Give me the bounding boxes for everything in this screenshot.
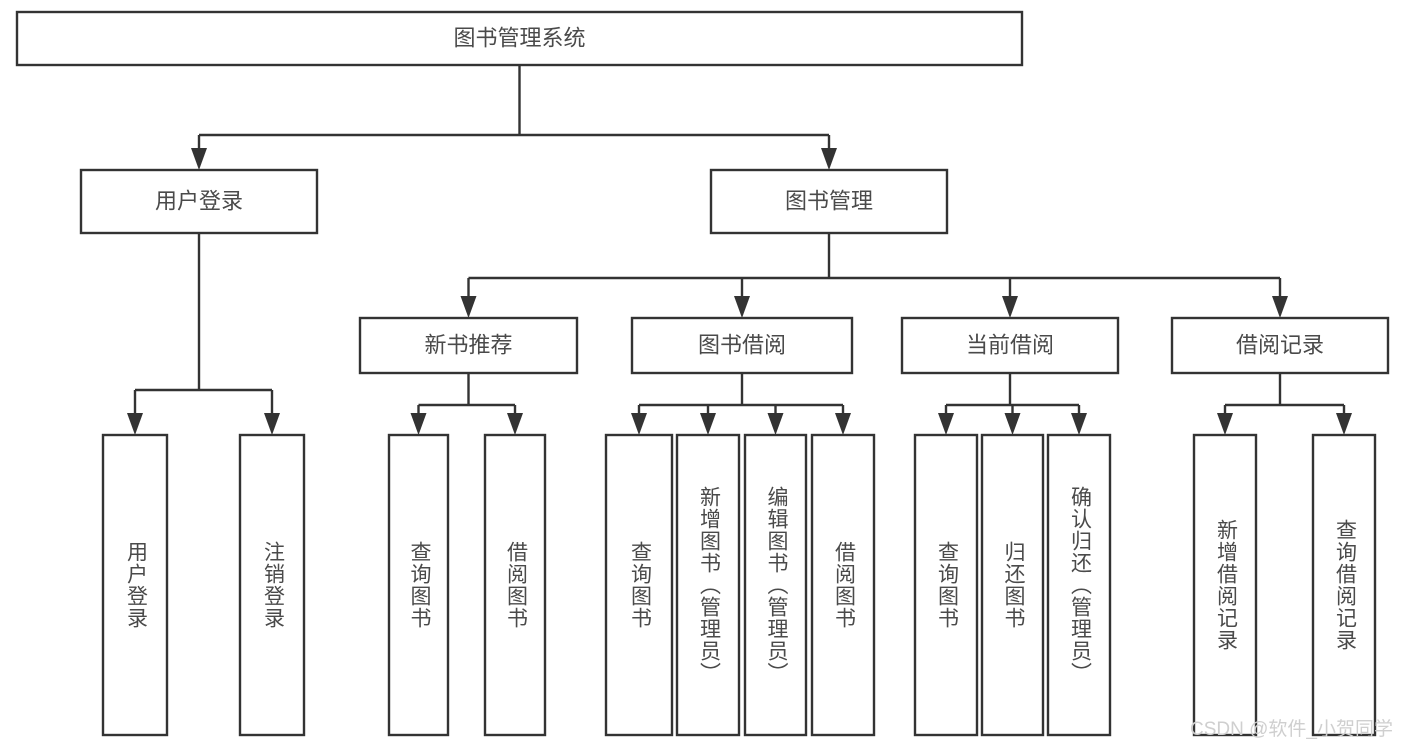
node-box-new-book-recommend[interactable]: [358, 316, 579, 375]
node-box-leaf-confirm-return-admin[interactable]: [1046, 433, 1112, 737]
arrow-head-leaf-user-login: [127, 413, 143, 435]
node-label-borrow-record: 借阅记录: [1236, 332, 1324, 357]
node-box-leaf-add-borrow-record[interactable]: [1192, 433, 1258, 737]
node-box-leaf-query-borrow-record[interactable]: [1311, 433, 1377, 737]
node-leaf-query-book-recommend[interactable]: 查询图书: [387, 433, 450, 737]
node-leaf-return-book[interactable]: 归还图书: [980, 433, 1045, 737]
arrow-head-new-book-recommend: [460, 296, 477, 318]
arrow-head-user-login: [191, 148, 207, 170]
node-box-book-management[interactable]: [709, 168, 949, 235]
node-label-leaf-query-book-current: 查询图书: [935, 541, 959, 629]
connector-layer: [127, 65, 1352, 435]
node-label-leaf-add-book-admin: 新增图书（管理员）: [697, 486, 721, 684]
node-box-leaf-user-login[interactable]: [101, 433, 169, 737]
node-box-borrow-record[interactable]: [1170, 316, 1390, 375]
node-label-leaf-query-book-borrow: 查询图书: [628, 541, 652, 629]
node-user-login[interactable]: 用户登录: [79, 168, 319, 235]
arrow-head-borrow-record: [1272, 296, 1288, 318]
node-leaf-confirm-return-admin[interactable]: 确认归还（管理员）: [1046, 433, 1112, 737]
node-new-book-recommend[interactable]: 新书推荐: [358, 316, 579, 375]
node-leaf-edit-book-admin[interactable]: 编辑图书（管理员）: [743, 433, 808, 737]
watermark-label: CSDN @软件_小贺同学: [1190, 718, 1393, 740]
node-book-management[interactable]: 图书管理: [709, 168, 949, 235]
arrow-head-leaf-edit-book-admin: [767, 413, 784, 435]
node-leaf-user-login[interactable]: 用户登录: [101, 433, 169, 737]
node-current-borrow[interactable]: 当前借阅: [900, 316, 1120, 375]
arrow-head-leaf-query-book-borrow: [631, 413, 647, 435]
node-label-book-borrow: 图书借阅: [698, 332, 786, 357]
node-box-leaf-borrow-book[interactable]: [810, 433, 876, 737]
node-label-leaf-borrow-book: 借阅图书: [832, 541, 856, 629]
node-label-leaf-add-borrow-record: 新增借阅记录: [1214, 519, 1238, 651]
node-label-user-login: 用户登录: [155, 188, 243, 213]
node-leaf-add-borrow-record[interactable]: 新增借阅记录: [1192, 433, 1258, 737]
node-leaf-query-book-borrow[interactable]: 查询图书: [604, 433, 674, 737]
node-box-leaf-add-book-admin[interactable]: [675, 433, 741, 737]
node-box-leaf-query-book-current[interactable]: [913, 433, 979, 737]
node-leaf-borrow-book-recommend[interactable]: 借阅图书: [483, 433, 547, 737]
node-box-root[interactable]: [15, 10, 1024, 67]
arrow-head-leaf-query-book-recommend: [410, 413, 427, 435]
node-book-borrow[interactable]: 图书借阅: [630, 316, 854, 375]
node-label-leaf-borrow-book-recommend: 借阅图书: [504, 541, 528, 629]
node-label-leaf-query-book-recommend: 查询图书: [408, 541, 432, 629]
node-box-leaf-query-book-borrow[interactable]: [604, 433, 674, 737]
arrow-head-leaf-logout: [264, 413, 280, 435]
node-box-book-borrow[interactable]: [630, 316, 854, 375]
node-label-new-book-recommend: 新书推荐: [424, 332, 512, 357]
node-box-leaf-logout[interactable]: [238, 433, 306, 737]
node-label-book-management: 图书管理: [785, 188, 873, 213]
arrow-head-leaf-confirm-return-admin: [1071, 413, 1087, 435]
node-box-leaf-return-book[interactable]: [980, 433, 1045, 737]
node-layer: 图书管理系统用户登录图书管理新书推荐图书借阅当前借阅借阅记录用户登录注销登录查询…: [15, 10, 1390, 737]
node-leaf-query-book-current[interactable]: 查询图书: [913, 433, 979, 737]
node-leaf-add-book-admin[interactable]: 新增图书（管理员）: [675, 433, 741, 737]
arrow-head-book-management: [821, 148, 837, 170]
node-borrow-record[interactable]: 借阅记录: [1170, 316, 1390, 375]
arrow-head-leaf-add-borrow-record: [1217, 413, 1233, 435]
node-label-leaf-user-login: 用户登录: [124, 541, 148, 629]
node-leaf-query-borrow-record[interactable]: 查询借阅记录: [1311, 433, 1377, 737]
arrow-head-leaf-query-borrow-record: [1336, 413, 1352, 435]
node-box-leaf-borrow-book-recommend[interactable]: [483, 433, 547, 737]
node-label-leaf-return-book: 归还图书: [1002, 541, 1026, 629]
arrow-head-leaf-borrow-book: [835, 413, 851, 435]
arrow-head-leaf-query-book-current: [938, 413, 954, 435]
arrow-head-leaf-borrow-book-recommend: [507, 413, 523, 435]
node-box-user-login[interactable]: [79, 168, 319, 235]
node-label-leaf-edit-book-admin: 编辑图书（管理员）: [765, 486, 789, 684]
arrow-head-current-borrow: [1002, 296, 1018, 318]
node-leaf-borrow-book[interactable]: 借阅图书: [810, 433, 876, 737]
node-box-current-borrow[interactable]: [900, 316, 1120, 375]
node-box-leaf-edit-book-admin[interactable]: [743, 433, 808, 737]
node-label-leaf-logout: 注销登录: [261, 541, 285, 629]
node-root[interactable]: 图书管理系统: [15, 10, 1024, 67]
node-box-leaf-query-book-recommend[interactable]: [387, 433, 450, 737]
arrow-head-book-borrow: [734, 296, 750, 318]
node-label-current-borrow: 当前借阅: [966, 332, 1054, 357]
node-label-root: 图书管理系统: [453, 25, 585, 50]
node-label-leaf-confirm-return-admin: 确认归还（管理员）: [1068, 486, 1092, 684]
node-leaf-logout[interactable]: 注销登录: [238, 433, 306, 737]
node-label-leaf-query-borrow-record: 查询借阅记录: [1333, 519, 1357, 651]
arrow-head-leaf-add-book-admin: [700, 413, 716, 435]
arrow-head-leaf-return-book: [1004, 413, 1021, 435]
